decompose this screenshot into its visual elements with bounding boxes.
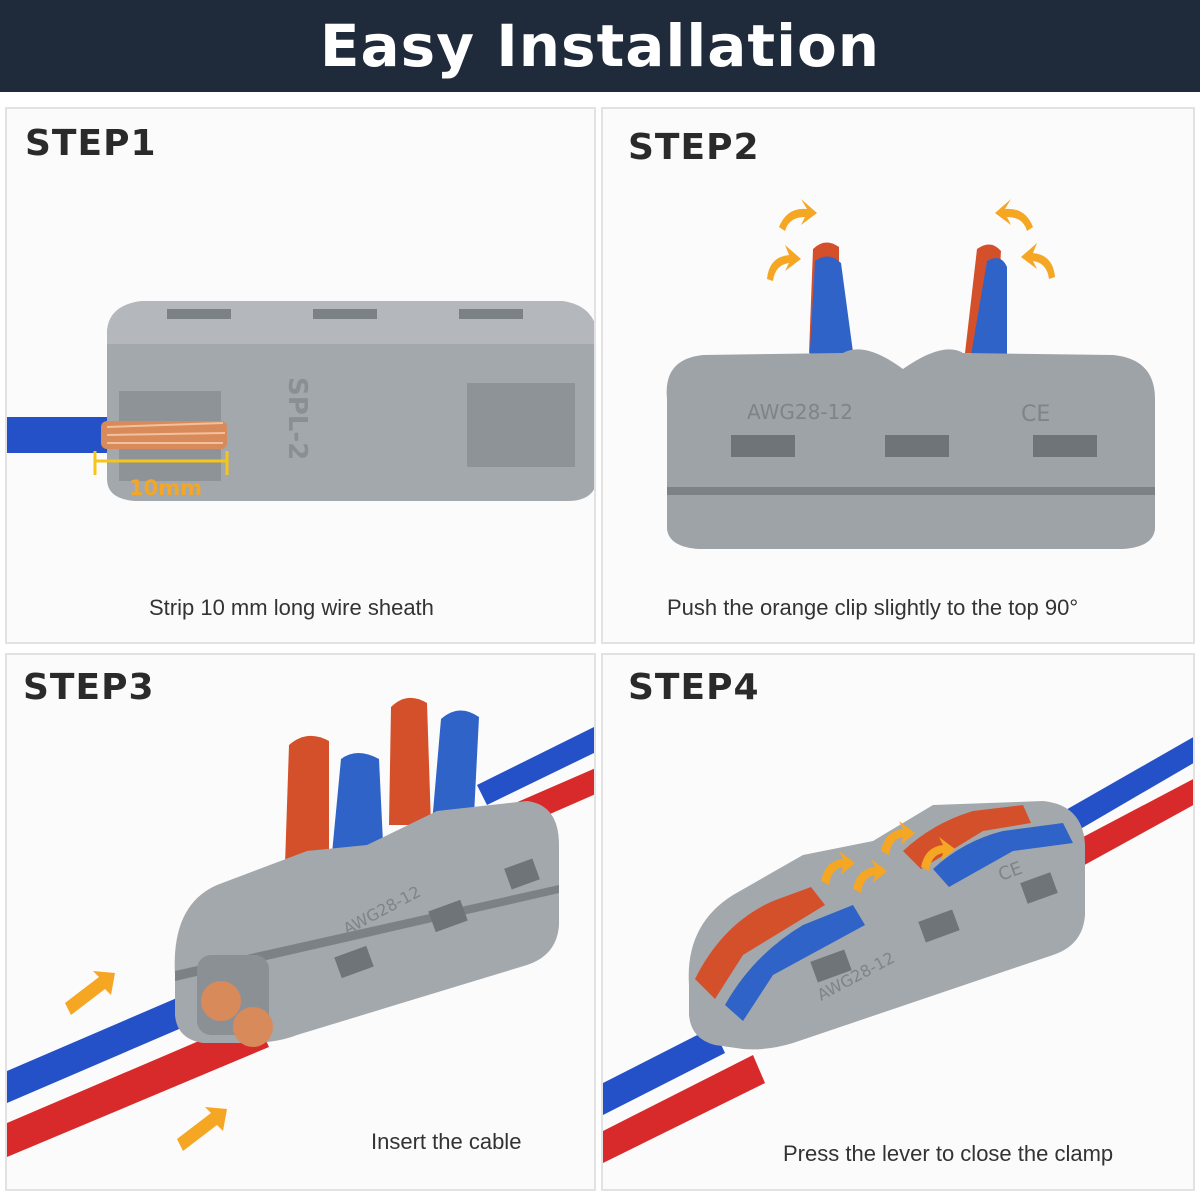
red-wire (603, 1055, 765, 1163)
header-banner: Easy Installation (0, 0, 1200, 92)
step-3-panel: STEP3 AWG28-12 Insert the cable (5, 653, 596, 1191)
arrow-icon (881, 821, 915, 855)
step-2-illustration: AWG28-12 CE (666, 199, 1155, 549)
arrow-icon (853, 859, 887, 893)
step-4-caption: Press the lever to close the clamp (783, 1141, 1114, 1166)
red-wire (7, 1017, 269, 1157)
step-2-title: STEP2 (628, 127, 760, 168)
step-4-illustration: AWG28-12 CE (603, 737, 1193, 1163)
step-1-caption: Strip 10 mm long wire sheath (149, 595, 434, 620)
step-4-panel: STEP4 AWG28-12 CE Press the lever to clo… (601, 653, 1195, 1191)
step-1-panel: STEP1 10mm SPL-2 Strip 10 mm long wire s… (5, 107, 596, 644)
arrow-icon (821, 851, 855, 885)
step-1-title: STEP1 (25, 123, 157, 164)
awg-label: AWG28-12 (747, 400, 853, 424)
orange-lever (695, 887, 825, 999)
blue-wire (477, 726, 594, 805)
page-title: Easy Installation (319, 12, 881, 80)
step-4-title: STEP4 (628, 667, 760, 708)
step-1-illustration: 10mm SPL-2 (7, 301, 594, 501)
arrow-icon (65, 971, 115, 1015)
blue-lever (725, 905, 865, 1021)
connector-body (174, 801, 559, 1043)
blue-lever-right (969, 258, 1007, 367)
arrow-icon (779, 199, 817, 231)
orange-lever (285, 735, 329, 865)
blue-lever (933, 823, 1073, 887)
step-3-caption: Insert the cable (371, 1129, 522, 1154)
arrow-icon (767, 245, 801, 281)
arrow-icon (1021, 243, 1055, 279)
arrow-icon (995, 199, 1033, 231)
blue-wire (603, 1027, 725, 1115)
step-3-title: STEP3 (23, 667, 155, 708)
step-3-illustration: AWG28-12 (7, 697, 594, 1157)
blue-wire (1043, 737, 1193, 845)
step-2-panel: STEP2 AWG28-12 CE Push the orange clip s… (601, 107, 1195, 644)
orange-lever (389, 697, 431, 825)
arrow-icon (921, 837, 955, 871)
model-label: SPL-2 (282, 377, 312, 460)
blue-wire (7, 417, 107, 453)
measure-label: 10mm (129, 476, 202, 500)
blue-wire (7, 985, 221, 1103)
blue-lever (431, 710, 479, 835)
blue-lever-left (809, 256, 855, 367)
ce-mark: CE (1021, 402, 1050, 427)
arrow-icon (177, 1107, 227, 1151)
step-2-caption: Push the orange clip slightly to the top… (667, 595, 1079, 620)
